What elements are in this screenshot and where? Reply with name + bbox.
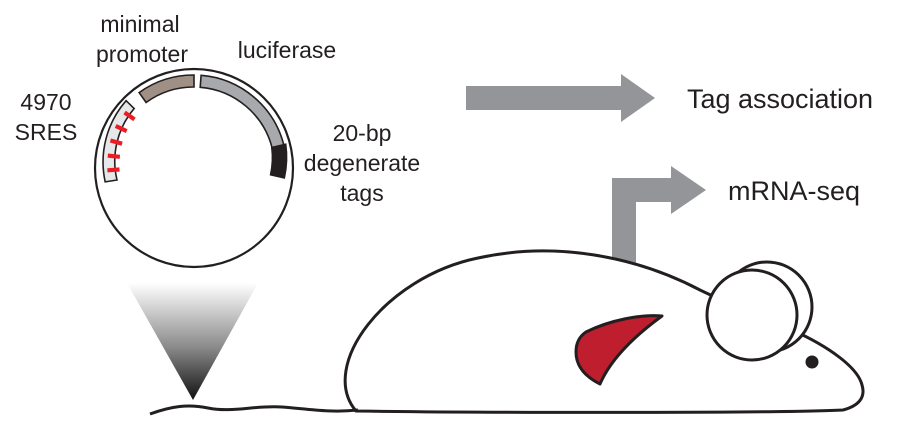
mouse-tail	[149, 404, 359, 416]
sres-segment	[102, 99, 136, 183]
plasmid-circle-icon	[93, 67, 295, 269]
promoter-segment	[137, 74, 195, 104]
sres-stripes	[107, 110, 136, 173]
luciferase-segment	[199, 74, 285, 150]
injection-cone-icon	[127, 283, 258, 400]
mouse-ear-icon	[705, 260, 814, 362]
plasmid-backbone	[93, 67, 295, 269]
label-tags: tags	[340, 180, 383, 206]
label-luciferase: luciferase	[238, 37, 336, 63]
label-20bp: 20-bp	[333, 120, 392, 146]
label-sres: SRES	[15, 119, 78, 145]
label-4970: 4970	[20, 89, 71, 115]
label-tag-association: Tag association	[687, 84, 873, 114]
label-degenerate: degenerate	[304, 150, 420, 176]
liver-icon	[574, 314, 664, 386]
label-minimal: minimal	[100, 11, 179, 37]
label-mrna-seq: mRNA-seq	[728, 176, 860, 206]
tag-segment	[269, 143, 288, 179]
label-promoter: promoter	[96, 41, 188, 67]
mouse-eye-icon	[805, 355, 819, 369]
arrow-tag-association	[466, 74, 655, 122]
